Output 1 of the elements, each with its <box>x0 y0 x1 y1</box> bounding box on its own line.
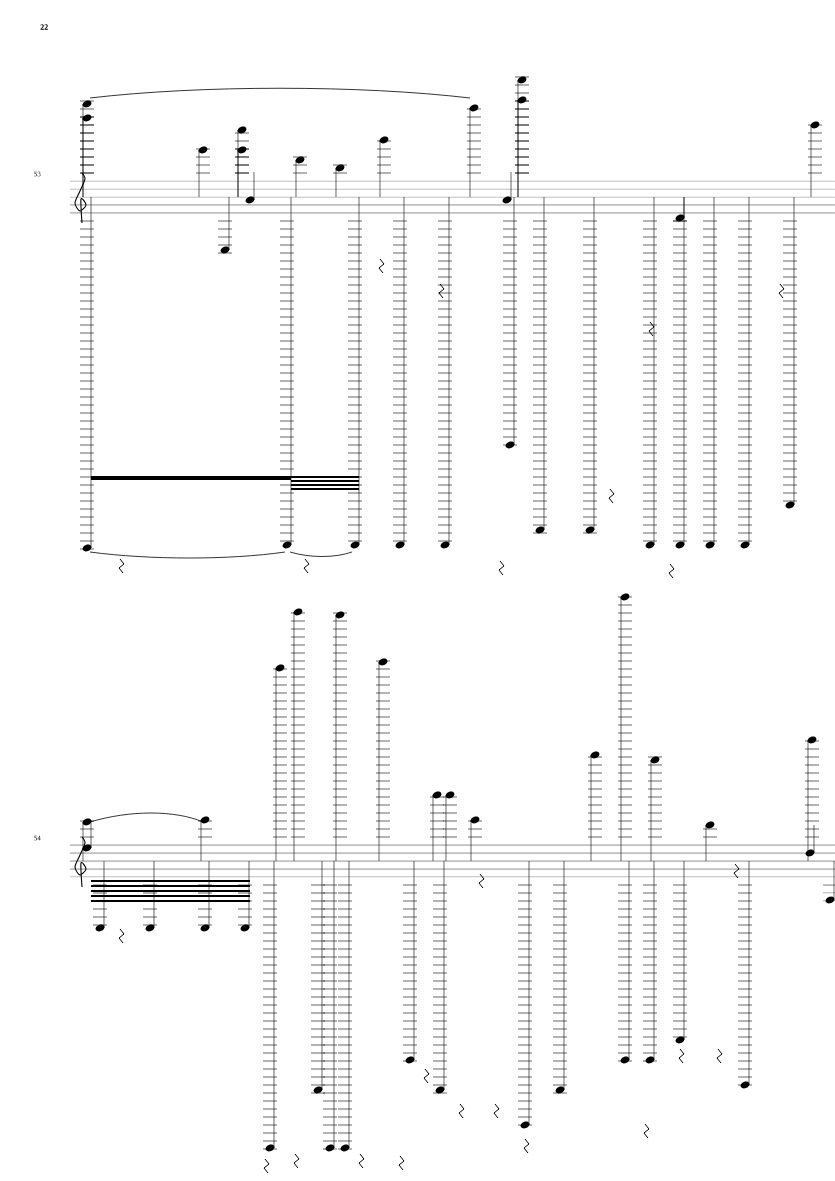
page-number: 22 <box>40 24 48 30</box>
